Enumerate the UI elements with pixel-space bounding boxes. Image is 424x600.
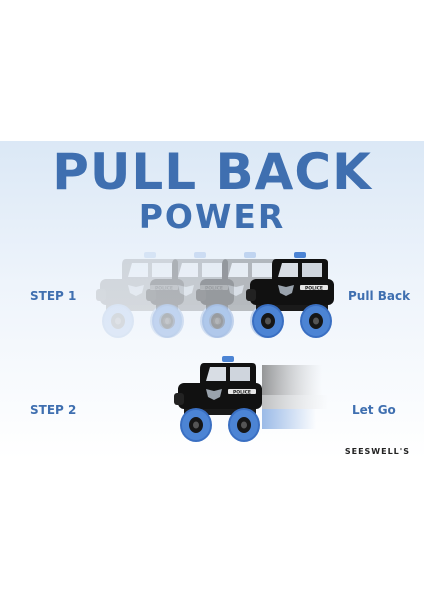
police-truck-moving-icon — [174, 356, 262, 442]
step-2-label: STEP 2 — [30, 403, 77, 417]
pull-back-label: Pull Back — [348, 289, 411, 303]
police-truck-icon — [246, 252, 334, 338]
banner-title: PULL BACK — [52, 143, 372, 201]
speed-lines-icon — [262, 365, 328, 429]
brand-watermark: SEESWELL'S — [344, 447, 410, 456]
pull-back-banner: PULL BACK POWER STEP 1 Pull Back STEP 2 … — [0, 141, 424, 459]
banner-subtitle: POWER — [138, 197, 286, 236]
step-1-label: STEP 1 — [30, 289, 77, 303]
let-go-label: Let Go — [352, 403, 396, 417]
